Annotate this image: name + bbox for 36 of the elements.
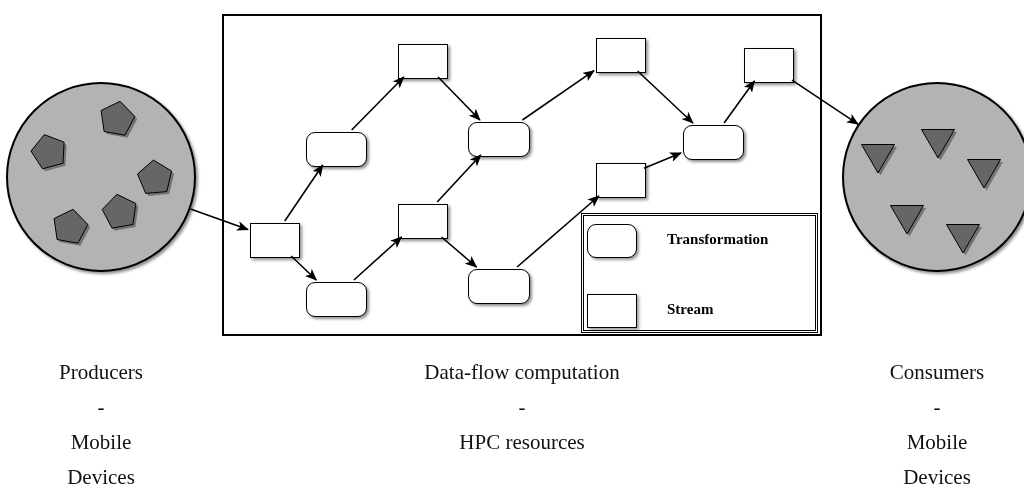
arrow [516, 195, 600, 268]
arrow [636, 70, 694, 124]
arrow [290, 255, 318, 281]
arrow [189, 208, 249, 231]
caption-text: HPC resources [459, 429, 585, 456]
stream-box [596, 38, 646, 73]
caption-text: Mobile Devices [66, 429, 136, 491]
stream-box [250, 223, 300, 258]
arrow [723, 80, 756, 124]
caption-text: Data-flow computation [424, 359, 620, 386]
legend-label: Stream [667, 301, 714, 318]
caption-text: Producers [59, 359, 143, 386]
transformation-box [468, 122, 530, 157]
stream-box [744, 48, 794, 83]
stream-box [398, 44, 448, 79]
transformation-box [306, 132, 367, 167]
arrow [353, 236, 403, 281]
legend-label: Transformation [667, 231, 769, 248]
stream-box [398, 204, 448, 239]
arrow [440, 236, 478, 268]
arrow [791, 79, 859, 125]
arrow [643, 152, 682, 169]
caption-text: Consumers [889, 359, 985, 386]
arrow [436, 154, 482, 203]
arrow [521, 69, 595, 121]
caption-text: - [518, 394, 526, 421]
transformation-box [683, 125, 744, 160]
caption-text: Mobile Devices [902, 429, 972, 491]
transformation-box [468, 269, 530, 304]
caption-text: - [933, 394, 941, 421]
stream-box [596, 163, 646, 198]
arrow [437, 76, 481, 121]
arrow [350, 76, 405, 131]
arrow [284, 164, 324, 222]
caption-text: - [97, 394, 105, 421]
transformation-box [306, 282, 367, 317]
